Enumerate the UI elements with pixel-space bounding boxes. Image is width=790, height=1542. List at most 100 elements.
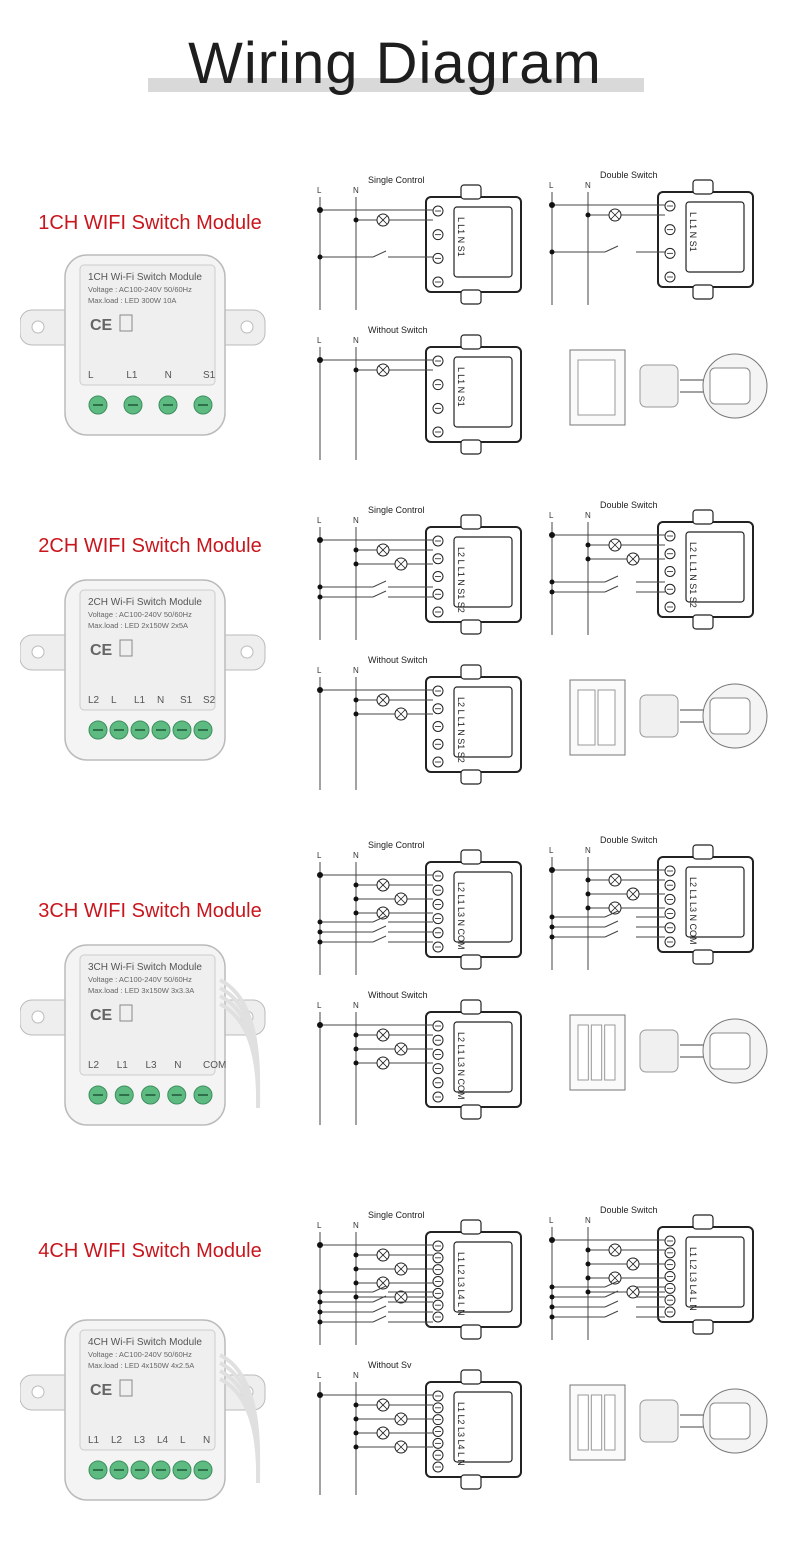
module-label-area	[79, 264, 216, 386]
terminal-name: S1	[203, 370, 216, 381]
wall-switch-icon	[604, 910, 619, 918]
mount-tab-bottom	[692, 1319, 714, 1335]
terminal-name: L1	[117, 1060, 129, 1071]
terminal-label: L2 L1 L3 N COM	[456, 1032, 466, 1100]
switch-rocker	[590, 1394, 603, 1451]
module-inner	[685, 1236, 745, 1308]
neutral-wire-label: N	[353, 666, 359, 675]
mini-module	[639, 694, 679, 738]
live-wire-label: L	[549, 846, 554, 855]
switch-rocker	[604, 1394, 616, 1451]
neutral-wire-label: N	[585, 181, 591, 190]
section-title: 3CH WIFI Switch Module	[38, 900, 262, 922]
wall-switch-icon	[372, 1285, 387, 1293]
diagram-caption: Single Control	[368, 175, 425, 185]
diagram-caption: Double Switch	[600, 1205, 658, 1215]
mount-tab-bottom	[460, 1324, 482, 1340]
terminal-name: L2	[88, 1060, 100, 1071]
wall-switch-icon	[604, 245, 619, 253]
weee-bin-icon	[119, 1379, 133, 1397]
module-label-area	[79, 1329, 216, 1451]
installation-illustration	[569, 1014, 768, 1091]
mount-tab-top	[460, 334, 482, 350]
wall-switch-icon	[604, 920, 619, 928]
mount-tab-top	[460, 1369, 482, 1385]
mount-tab-bottom	[460, 1104, 482, 1120]
wall-switch-icon	[604, 1300, 619, 1308]
live-wire-label: L	[317, 1371, 322, 1380]
mini-module	[639, 364, 679, 408]
terminal-label: L1 L2 L3 L4 L N	[456, 1402, 466, 1466]
module-maxload: Max.load : LED 4x150W 4x2.5A	[88, 1361, 194, 1370]
wall-switch-icon	[372, 1295, 387, 1303]
terminal-name: L3	[146, 1060, 158, 1071]
live-wire-label: L	[549, 181, 554, 190]
switch-rocker	[590, 1024, 603, 1081]
terminal-name: S1	[180, 695, 193, 706]
section-title: 4CH WIFI Switch Module	[38, 1240, 262, 1262]
neutral-wire-label: N	[353, 336, 359, 345]
terminal-name: L	[88, 370, 94, 381]
diagram-caption: Without Switch	[368, 655, 428, 665]
terminal-name: L1	[88, 1435, 100, 1446]
terminal-name: L3	[134, 1435, 146, 1446]
switch-rocker	[604, 1024, 616, 1081]
module-inner	[685, 201, 745, 273]
wall-switch-icon	[604, 1310, 619, 1318]
module-inner	[453, 356, 513, 428]
module-voltage: Voltage : AC100-240V 50/60Hz	[88, 975, 192, 984]
live-wire-label: L	[317, 336, 322, 345]
mount-tab-bottom	[692, 949, 714, 965]
mount-tab-bottom	[460, 289, 482, 305]
module-maxload: Max.load : LED 3x150W 3x3.3A	[88, 986, 194, 995]
neutral-wire-label: N	[585, 846, 591, 855]
module-voltage: Voltage : AC100-240V 50/60Hz	[88, 1350, 192, 1359]
ce-mark-icon: CE	[90, 642, 113, 659]
diagram-caption: Double Switch	[600, 170, 658, 180]
wall-switch-icon	[604, 1280, 619, 1288]
mount-tab-top	[692, 509, 714, 525]
live-wire-label: L	[317, 666, 322, 675]
mount-tab-bottom	[692, 284, 714, 300]
module-name: 3CH Wi-Fi Switch Module	[88, 962, 202, 973]
terminal-label: L1 L2 L3 L4 L N	[688, 1247, 698, 1311]
switch-rocker	[597, 689, 616, 746]
module-inner	[453, 686, 513, 758]
neutral-wire-label: N	[353, 1371, 359, 1380]
switch-rocker	[577, 1024, 589, 1081]
module-name: 1CH Wi-Fi Switch Module	[88, 272, 202, 283]
live-wire-label: L	[549, 511, 554, 520]
diagram-caption: Single Control	[368, 840, 425, 850]
wall-switch-icon	[372, 935, 387, 943]
wall-switch-icon	[372, 250, 387, 258]
weee-bin-icon	[119, 1004, 133, 1022]
module-inner	[685, 866, 745, 938]
terminal-name: L	[180, 1435, 186, 1446]
weee-bin-icon	[119, 314, 133, 332]
header: Wiring Diagram	[0, 18, 790, 98]
module-inner	[453, 206, 513, 278]
section-title: 2CH WIFI Switch Module	[38, 535, 262, 557]
live-wire-label: L	[317, 851, 322, 860]
mount-tab-bottom	[460, 619, 482, 635]
wall-switch-icon	[372, 1305, 387, 1313]
mini-module	[639, 1029, 679, 1073]
module-label-area	[79, 954, 216, 1076]
module-section: 3CH WIFI Switch Module 3CH Wi-Fi Switch M…	[0, 815, 790, 1145]
live-wire-label: L	[317, 516, 322, 525]
terminal-name: L1	[126, 370, 138, 381]
terminal-label: L1 L2 L3 L4 L N	[456, 1252, 466, 1316]
